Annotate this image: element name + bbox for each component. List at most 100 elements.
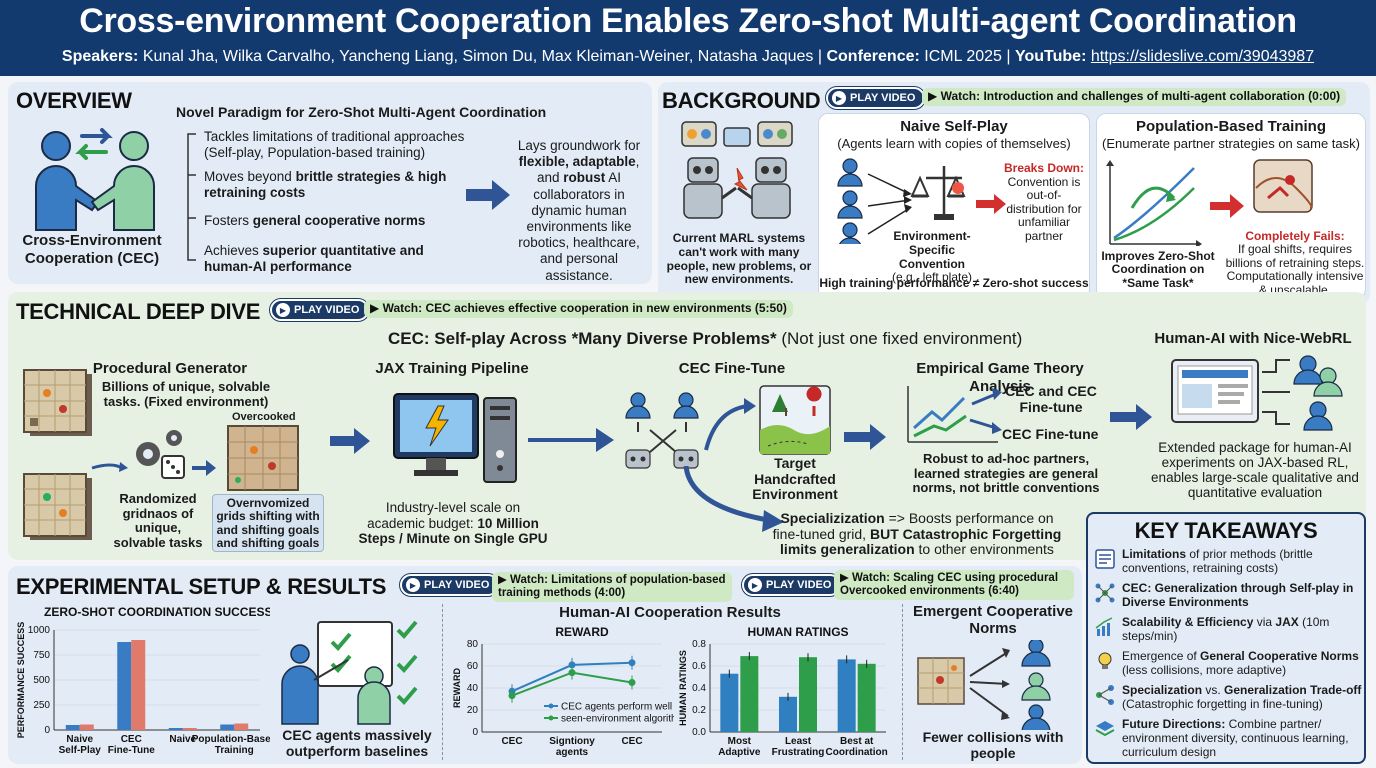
header-banner [0,0,1376,76]
pbt-subtitle: (Enumerate partner strategies on same ta… [1102,136,1360,151]
procgen-subtitle: Billions of unique, solvable tasks. (Fix… [101,379,271,409]
growth-chart-icon [1095,617,1113,636]
finetune-title: CEC Fine-Tune [678,360,786,377]
play-icon: ▶ [748,578,762,592]
experiments-watch-link-1[interactable]: ▶ Watch: Limitations of population-based… [492,572,732,603]
procgen-title: Procedural Generator [92,360,248,377]
egta-title: Empirical Game Theory Analysis [916,360,1084,395]
y-tick-label: 80 [467,639,479,650]
overview-heading: Novel Paradigm for Zero-Shot Multi-Agent… [176,104,547,120]
egta-label-1: CEC and CEC Fine-tune [1005,383,1097,415]
legend-marker [548,703,554,709]
y-tick-label: 250 [33,700,50,711]
lightbulb-icon [1098,652,1112,669]
agents-scale-icon [834,156,1014,244]
data-point [568,669,576,677]
naive-title: Naive Self-Play [900,118,1008,135]
bar [799,657,817,732]
y-tick-label: 60 [467,661,479,672]
hai-results-title: Human-AI Cooperation Results [559,604,781,621]
bar [720,673,739,732]
takeaways-panel [1086,512,1366,764]
human-ai-title: Human-AI with Nice-WebRL [1154,330,1352,347]
takeaway-item-1: Limitations of prior methods (brittle co… [1094,547,1362,576]
takeaway-item-3: Scalability & Efficiency via JAX (10m st… [1094,615,1362,644]
experiments-title: EXPERIMENTAL SETUP & RESULTS [16,574,387,599]
x-tick-label: CEC [621,736,642,747]
x-tick-label: Naive [169,734,196,745]
checklist-icon [1095,549,1115,569]
takeaways-title: KEY TAKEAWAYS [1134,518,1318,543]
arrow-right-long-icon [528,428,614,452]
arrow-curve-down-icon [683,466,784,532]
y-tick-label: 750 [33,650,50,661]
data-point [508,692,516,700]
bar [131,640,146,730]
y-tick-label: 0 [44,725,50,736]
handshake-people-icon [30,120,160,232]
experiments-play-button-2[interactable]: ▶PLAY VIDEO [742,574,842,596]
specialization-caption: Specializization => Boosts performance o… [772,510,1062,558]
arrow-right-icon [1110,404,1152,430]
overview-title: OVERVIEW [16,88,132,113]
page-subtitle: Speakers: Kunal Jha, Wilka Carvalho, Yan… [61,48,1315,65]
y-tick-label: 0 [472,727,478,738]
data-point [628,679,636,686]
y-axis-label: PERFORMANCE SUCCESS [16,622,26,739]
divider-1 [442,604,443,760]
naive-convention: Environment-Specific Convention(e.g., le… [891,229,973,285]
background-title: BACKGROUND [662,88,821,113]
overview-bullet-1: Tackles limitations of traditional appro… [204,129,465,161]
deep-dive-watch-link[interactable]: ▶ Watch: CEC achieves effective cooperat… [364,300,793,318]
grid-maps-icon [16,368,336,568]
bar [779,696,797,732]
y-tick-label: 20 [467,705,479,716]
presenter-checkmarks-icon [278,620,438,728]
x-tick-label: CEC [501,736,522,747]
arrow-right-icon [330,428,370,454]
bracket-lines [187,133,196,261]
y-tick-label: 0.0 [692,727,706,738]
overnvomized-caption: Overnvomized grids shifting with and shi… [212,494,324,552]
chart-title: REWARD [555,625,609,639]
agents-crossing-icon [620,380,850,490]
naive-footer: High training performance ≠ Zero-shot su… [819,276,1089,290]
experiments-watch-link-2[interactable]: ▶ Watch: Scaling CEC using procedural Ov… [834,570,1074,601]
layers-icon [1095,721,1115,737]
divider-2 [902,604,903,760]
experiments-play-button-1[interactable]: ▶PLAY VIDEO [400,574,500,596]
youtube-link[interactable]: https://slideslive.com/39043987 [1090,48,1315,65]
y-axis-label: REWARD [452,668,462,708]
cec-caption: Cross-Environment Cooperation (CEC) [22,232,162,267]
background-play-button[interactable]: ▶PLAY VIDEO [826,87,926,109]
computer-lightning-icon [390,388,520,492]
chart-title: ZERO-SHOT COORDINATION SUCCESS [44,605,270,619]
takeaway-item-4: Emergence of General Cooperative Norms (… [1094,649,1362,678]
zero-shot-bar-chart: ZERO-SHOT COORDINATION SUCCESS PERFORMANC… [16,605,270,756]
chart-title: HUMAN RATINGS [747,625,848,639]
overview-groundwork: Lays groundwork for flexible, adaptable,… [517,138,641,283]
marl-caption: Current MARL systems can't work with man… [666,231,812,287]
y-tick-label: 0.2 [692,705,706,716]
bar [857,663,876,732]
collision-avoidance-icon [914,640,1074,730]
network-icon [1095,583,1115,603]
background-watch-link[interactable]: ▶ Watch: Introduction and challenges of … [922,88,1347,106]
bar [182,728,197,730]
egta-caption: Robust to ad-hoc partners, learned strat… [912,451,1100,496]
deep-dive-play-button[interactable]: ▶PLAY VIDEO [270,299,370,321]
legend-label: CEC agents perform well [561,702,672,713]
bar [234,723,249,730]
data-point [628,659,636,667]
jax-title: JAX Training Pipeline [375,360,529,377]
overview-bullet-3: Fosters general cooperative norms [204,213,426,228]
play-icon: ▶ [276,303,290,317]
deep-dive-banner: CEC: Self-play Across *Many Diverse Prob… [388,329,1023,348]
takeaway-item-5: Specialization vs. Generalization Trade-… [1094,683,1362,712]
